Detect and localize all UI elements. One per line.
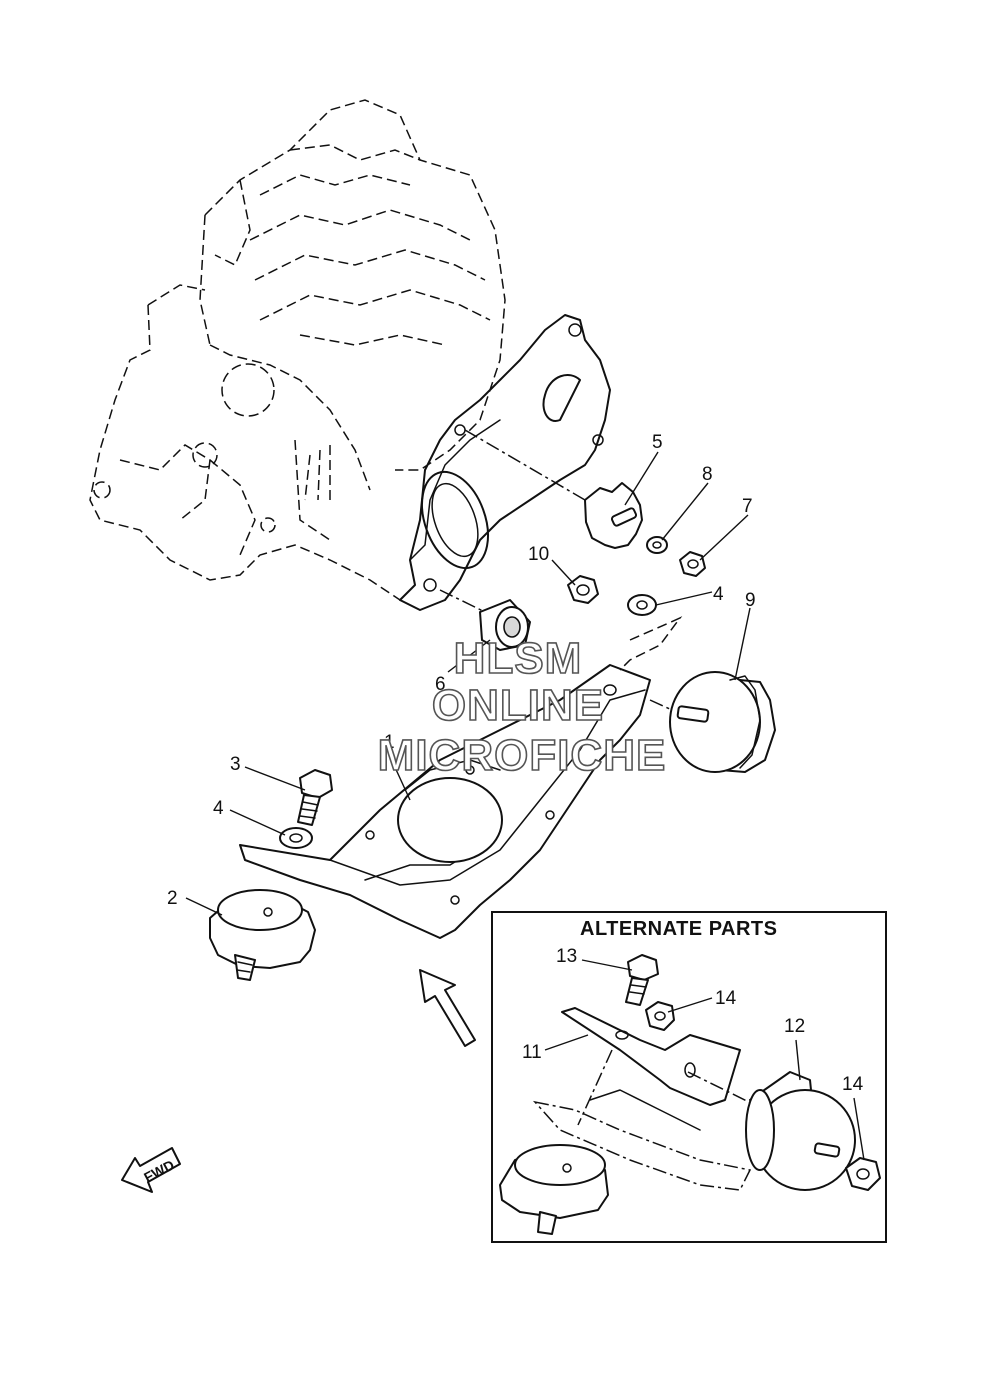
alternate-lower-rubber-mount xyxy=(499,1144,609,1235)
callout-3: 3 xyxy=(230,754,241,775)
assembly-direction-arrow-icon xyxy=(419,969,476,1047)
part-12-rubber-mount xyxy=(745,1071,856,1191)
callout-8: 8 xyxy=(702,464,713,485)
part-13-flange-bolt xyxy=(625,954,659,1006)
callout-7: 7 xyxy=(742,496,753,517)
callout-5: 5 xyxy=(652,432,663,453)
part-4-washer-upper xyxy=(627,594,657,616)
alternate-parts-box xyxy=(491,911,887,1243)
callout-4-lower: 4 xyxy=(213,798,224,819)
part-4-washer-lower xyxy=(279,827,313,849)
callout-1: 1 xyxy=(384,732,395,753)
magneto-cover xyxy=(399,314,611,611)
leader-lines xyxy=(185,451,751,916)
callout-9: 9 xyxy=(745,590,756,611)
part-3-bolt xyxy=(297,769,333,826)
callout-11: 11 xyxy=(522,1042,542,1063)
watermark-line-1: HLSM xyxy=(454,634,583,683)
engine-outline xyxy=(89,99,506,611)
watermark-line-3: MICROFICHE xyxy=(378,731,667,780)
callout-14-upper: 14 xyxy=(715,988,737,1009)
part-2-rubber-mount xyxy=(209,889,316,981)
callout-6: 6 xyxy=(435,674,446,695)
part-10-nut xyxy=(567,575,599,604)
callout-4-upper: 4 xyxy=(713,584,724,605)
part-7-nut xyxy=(679,551,706,577)
part-14-nut-right xyxy=(845,1157,881,1191)
callout-14-right: 14 xyxy=(842,1074,864,1095)
part-1-mount-plate xyxy=(239,616,683,939)
part-5-damper xyxy=(464,429,643,549)
alternate-mount-plate xyxy=(532,1049,756,1191)
alternate-parts-title: ALTERNATE PARTS xyxy=(580,918,778,940)
watermark-line-2: ONLINE xyxy=(432,681,604,730)
callout-2: 2 xyxy=(167,888,178,909)
fwd-arrow-icon: FWD xyxy=(121,1147,181,1193)
callout-10: 10 xyxy=(528,544,549,565)
callout-13: 13 xyxy=(556,946,577,967)
part-9-rubber-mount xyxy=(669,671,776,773)
part-14-nut-upper xyxy=(645,1001,675,1031)
part-11-bracket xyxy=(561,1007,741,1106)
part-6-bushing xyxy=(439,589,531,651)
part-8-washer xyxy=(646,536,668,554)
callout-12: 12 xyxy=(784,1016,805,1037)
watermark: HLSM ONLINE MICROFICHE xyxy=(377,633,667,781)
